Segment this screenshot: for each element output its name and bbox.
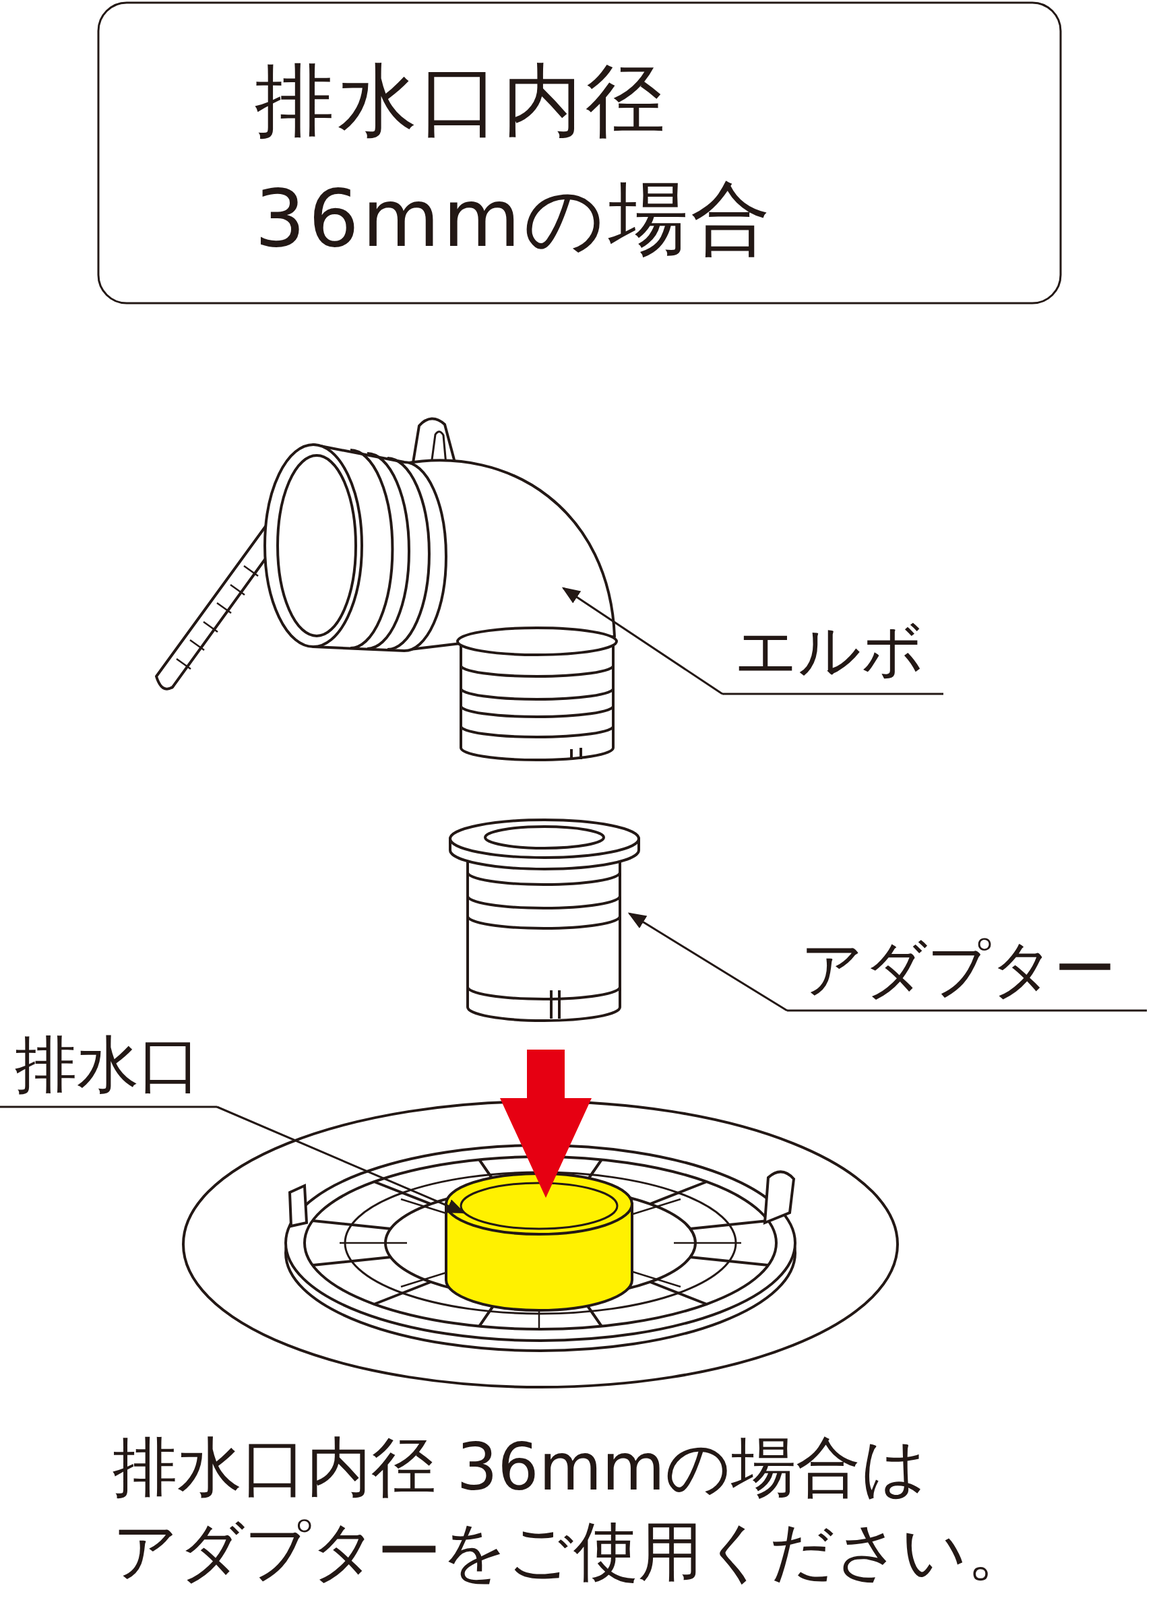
adapter-flange-top bbox=[450, 820, 639, 858]
hose-band bbox=[156, 525, 282, 690]
insert-arrow bbox=[499, 1049, 592, 1199]
socket-ring bbox=[367, 453, 410, 649]
adapter-body bbox=[467, 850, 620, 1021]
adapter-notch bbox=[549, 990, 553, 1019]
elbow-drawing bbox=[156, 418, 617, 761]
drain-opening-lip bbox=[460, 1183, 618, 1230]
grate-tab bbox=[289, 1185, 307, 1227]
hose-band-ridges bbox=[176, 566, 259, 670]
adapter-notch bbox=[557, 990, 561, 1019]
elbow-pipe-ring bbox=[460, 706, 614, 717]
elbow-notch bbox=[579, 747, 583, 760]
caption-text: 排水口内径 36mmの場合は アダプターをご使用ください。 bbox=[112, 1425, 1110, 1595]
leader-lines bbox=[0, 588, 1147, 1213]
socket-opening-inner bbox=[277, 455, 356, 637]
socket-ring bbox=[387, 458, 430, 650]
adapter-ring bbox=[467, 916, 620, 929]
label-underline bbox=[722, 693, 944, 696]
title-text: 排水口内径 36mmの場合 bbox=[254, 41, 891, 278]
label-underline bbox=[787, 1010, 1147, 1013]
part-label: エルボ bbox=[734, 616, 925, 685]
adapter-ring bbox=[467, 987, 620, 1000]
leader-line bbox=[216, 1107, 464, 1213]
adapter-opening bbox=[485, 826, 604, 849]
elbow-lower-pipe bbox=[460, 643, 614, 761]
adapter-ring bbox=[467, 872, 620, 885]
grate-tab bbox=[764, 1171, 794, 1224]
elbow-collar bbox=[457, 628, 617, 655]
elbow-pipe-ring bbox=[460, 665, 614, 677]
adapter-drawing bbox=[450, 820, 639, 1021]
elbow-pipe-ring bbox=[460, 726, 614, 738]
part-label: 排水口 bbox=[14, 1030, 201, 1100]
adapter-ring bbox=[467, 896, 620, 909]
socket-opening bbox=[264, 444, 362, 647]
leader-line bbox=[629, 913, 788, 1011]
elbow-notch bbox=[570, 749, 573, 761]
leader-line bbox=[563, 588, 723, 695]
title-frame bbox=[98, 2, 1061, 304]
elbow-pipe-ring bbox=[460, 688, 614, 700]
part-label: アダプター bbox=[800, 935, 1116, 1004]
label-underline bbox=[0, 1106, 217, 1109]
